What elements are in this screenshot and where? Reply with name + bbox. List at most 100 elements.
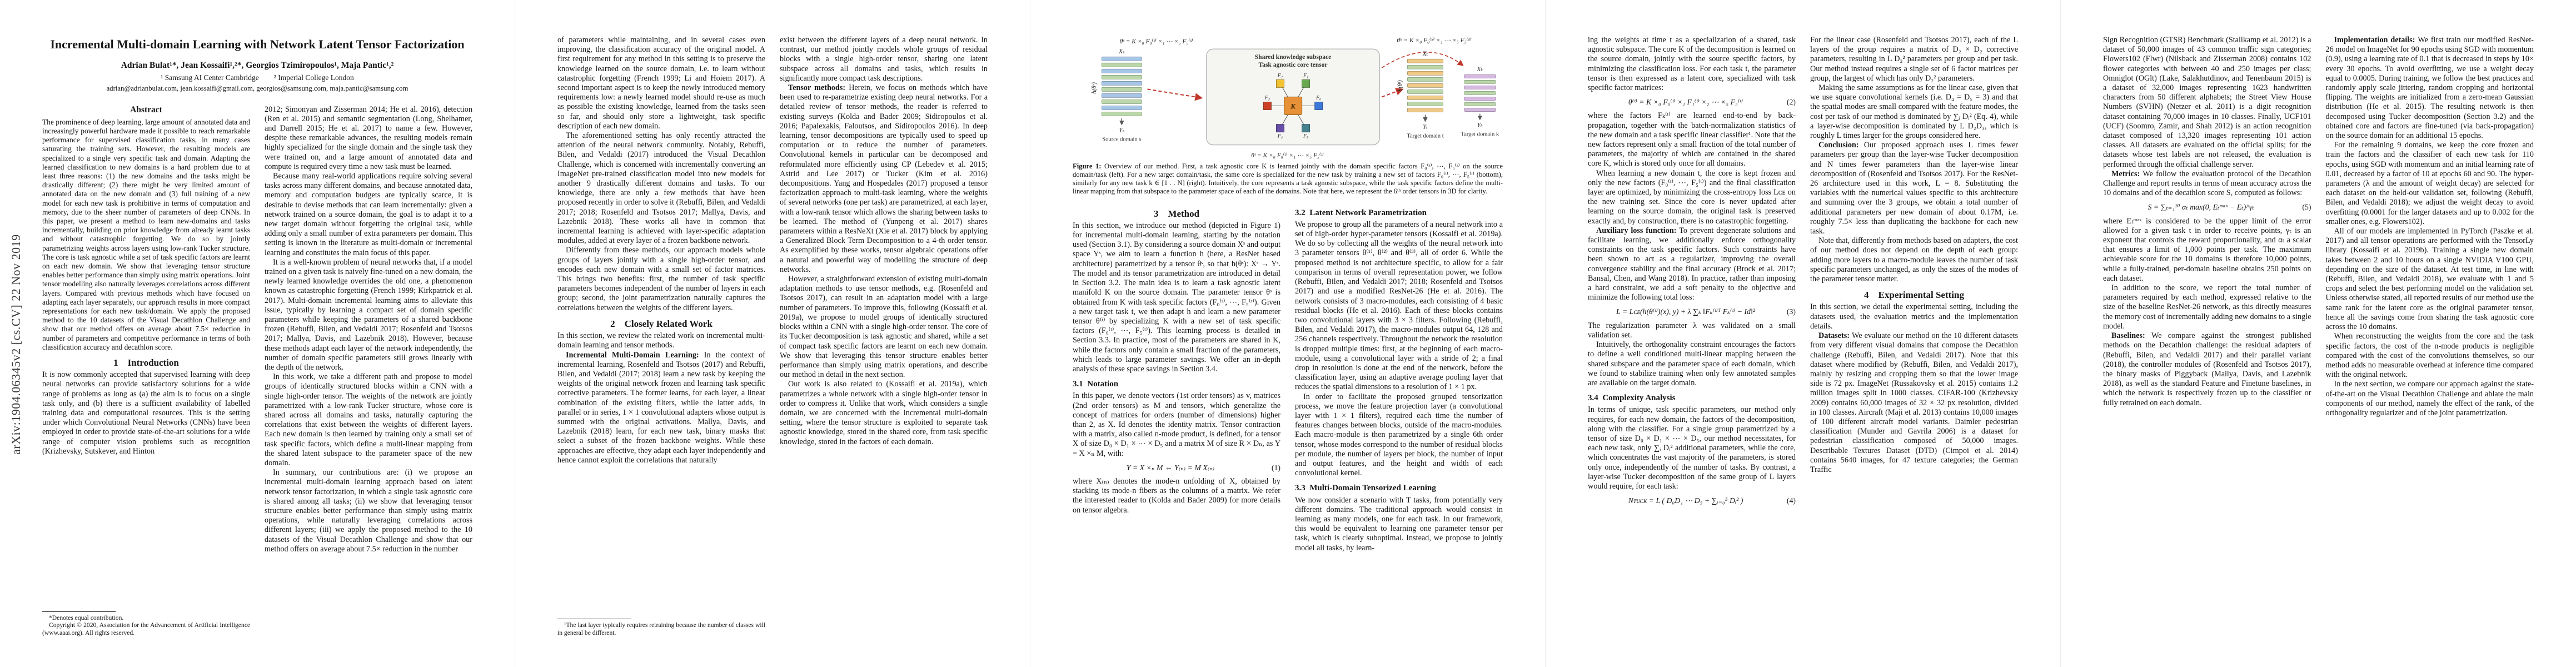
equation-number: (3)	[1786, 307, 1796, 316]
paragraph: where X₍ₙ₎ denotes the mode-n unfolding …	[1073, 476, 1280, 515]
paragraph: exist between the different layers of a …	[780, 36, 988, 83]
page-5-right-column: Implementation details: We first train o…	[2326, 36, 2534, 637]
target-k-output-label: Yₖ	[1477, 122, 1483, 129]
footnote-block: ¹The last layer typically requires retra…	[557, 616, 765, 637]
equation-number: (5)	[2302, 203, 2311, 212]
paragraph: In this section, we detail the experimen…	[1810, 302, 2018, 331]
paragraph-lead: Baselines:	[2111, 331, 2151, 341]
page-1: Incremental Multi-domain Learning with N…	[0, 0, 515, 667]
source-output-label: Yₛ	[1119, 127, 1124, 134]
paragraph: Baselines: We compare against the strong…	[2103, 331, 2311, 407]
page-4-left-column: ing the weights at time t as a specializ…	[1588, 36, 1796, 637]
page-2-right-column: exist between the different layers of a …	[780, 36, 988, 637]
paragraph: Implementation details: We first train o…	[2325, 36, 2534, 141]
source-domain-caption: Source domain s	[1102, 137, 1141, 143]
paragraph: Making the same assumptions as for the l…	[1810, 83, 2018, 141]
target-k-network-layers	[1464, 74, 1496, 112]
target-k-input-label: Xₖ	[1476, 66, 1483, 73]
figure-source-network: Xₛ h(θˢ) Yₛ	[1091, 48, 1142, 143]
core-tensor-node	[1283, 96, 1303, 116]
paragraph: However, a straightforward extension of …	[780, 275, 988, 380]
page-1-right-column: 2012; Simonyan and Zisserman 2014; He et…	[265, 105, 472, 638]
email-line: adrian@adrianbulat.com, jean.kossaifi@gm…	[106, 84, 408, 92]
paragraph: Auxiliary loss function: To prevent dege…	[1588, 226, 1796, 302]
figure-target-network-k: Xₖ Yₖ Target domain k	[1461, 66, 1499, 137]
target-t-function-label: h(θᵗ)	[1397, 80, 1403, 91]
footnote-line: *Denotes equal contribution.	[49, 614, 124, 621]
factor-label-5: F₅	[1303, 134, 1308, 140]
page-5-columns: Sign Recognition (GTSR) Benchmark (Stall…	[2103, 36, 2534, 637]
subsection-heading: 3.2 Latent Network Parametrization	[1295, 208, 1427, 217]
paragraph-lead: Auxiliary loss function:	[1596, 226, 1680, 235]
footnote-block: *Denotes equal contribution.Copyright © …	[42, 608, 250, 637]
equation: L = Lᴄᴇ(h(θ⁽ᵗ⁾)(x), y) + λ ∑ₖ ‖Fₖ⁽ᵗ⁾ᵀ Fₖ…	[1588, 307, 1796, 316]
paragraph: where Eₜᵐᵃˣ is considered to be the uppe…	[2103, 216, 2311, 283]
paragraph: In this paper, we denote vectors (1st or…	[1073, 391, 1280, 458]
arxiv-banner: arXiv:1904.06345v2 [cs.CV] 22 Nov 2019	[9, 234, 23, 455]
paragraph: All of our models are implemented in PyT…	[2325, 227, 2534, 332]
paragraph: Metrics: We follow the evaluation protoc…	[2103, 169, 2311, 198]
paragraph: where the factors Fₖ⁽ᵗ⁾ are learned end-…	[1588, 111, 1796, 168]
figure-caption-text: Overview of our method. First, a task ag…	[1073, 162, 1503, 196]
paragraph: of parameters while maintaining, and in …	[557, 36, 765, 131]
factor-label-3: F₃	[1264, 95, 1270, 101]
target-t-output-label: Yₜ	[1423, 124, 1428, 131]
paragraph: In this work, we take a different path a…	[265, 372, 472, 468]
figure-1-caption: Figure 1: Overview of our method. First,…	[1073, 162, 1503, 196]
source-network-layers	[1101, 56, 1142, 116]
page-3: θˢ = K ×₀ F₀⁽ˢ⁾ ×₁ ⋯ ×₅ F₅⁽ˢ⁾ θᵏ = K ×₀ …	[1030, 0, 1546, 667]
paragraph: In terms of unique, task specific parame…	[1588, 405, 1796, 491]
source-input-label: Xₛ	[1118, 48, 1125, 55]
paragraph: In the next section, we compare our appr…	[2325, 380, 2534, 417]
subsection-heading: 3.3 Multi-Domain Tensorized Learning	[1295, 484, 1436, 493]
paragraph: Sign Recognition (GTSR) Benchmark (Stall…	[2103, 36, 2311, 169]
paragraph: ing the weights at time t as a specializ…	[1588, 36, 1796, 93]
equation-body: Y = X ×ₙ M ⇔ Y₍ₙ₎ = M X₍ₙ₎	[1126, 463, 1215, 472]
equation: S = ∑ₜ₌₁¹⁰ αₜ max(0, Eₜᵐᵃˣ − Eₜ)^γₜ(5)	[2103, 202, 2311, 212]
paragraph: Conclusion: Our proposed approach uses L…	[1810, 141, 2018, 236]
factor-node-5	[1302, 124, 1311, 133]
page-4-columns: ing the weights at time t as a specializ…	[1588, 36, 2018, 637]
figure-source-equation: θˢ = K ×₀ F₀⁽ˢ⁾ ×₁ ⋯ ×₅ F₅⁽ˢ⁾	[1120, 38, 1193, 45]
paragraph: The prominence of deep learning, large a…	[42, 117, 250, 351]
paragraph: It is now commonly accepted that supervi…	[42, 370, 250, 456]
paragraph: In summary, our contributions are: (i) w…	[265, 468, 472, 554]
equation: Nᴛᴜᴄᴋ = L ( D₀D₁ ⋯ D₅ + ∑ᵢ₌₀⁵ Dᵢ² )(4)	[1588, 496, 1796, 505]
panel-title-line-1: Shared knowledge subspace	[1255, 54, 1332, 61]
paragraph: In this section, we introduce our method…	[1073, 221, 1280, 374]
arrow-core-to-target-t	[1381, 88, 1404, 98]
equation-number: (2)	[1786, 98, 1796, 107]
page-5-left-column: Sign Recognition (GTSR) Benchmark (Stall…	[2103, 36, 2311, 637]
paragraph: In addition to the score, we report the …	[2103, 283, 2311, 331]
paragraph: For the linear case (Rosenfeld and Tsots…	[1810, 36, 2018, 83]
arrow-core-to-target-k	[1381, 52, 1464, 68]
arrow-source-to-core	[1147, 88, 1203, 101]
paragraph-lead: Datasets:	[1818, 331, 1852, 341]
equation: θ⁽ᵗ⁾ = K ×₀ F₀⁽ᵗ⁾ ×₁ F₁⁽ᵗ⁾ ×₂ ⋯ ×₅ F₅⁽ᵗ⁾…	[1588, 97, 1796, 107]
equation: Y = X ×ₙ M ⇔ Y₍ₙ₎ = M X₍ₙ₎(1)	[1073, 463, 1280, 472]
target-t-network-layers	[1407, 58, 1443, 112]
panel-title-line-2: Task agnostic core tensor	[1259, 62, 1328, 68]
page-4: ing the weights at time t as a specializ…	[1546, 0, 2061, 667]
paragraph: Because many real-world applications req…	[265, 171, 472, 257]
section-heading: 4 Experimental Setting	[1864, 290, 1964, 301]
section-heading: 1 Introduction	[113, 357, 179, 368]
factor-node-1	[1302, 79, 1311, 88]
paragraph: Incremental Multi-Domain Learning: In th…	[557, 350, 765, 465]
subsection-heading: 3.1 Notation	[1073, 380, 1119, 389]
target-t-input-label: Xₜ	[1422, 51, 1428, 57]
page-2-left-column: of parameters while maintaining, and in …	[557, 36, 765, 637]
subsection-heading: 3.4 Complexity Analysis	[1588, 394, 1676, 403]
paragraph: In order to facilitate the proposed grou…	[1295, 392, 1503, 478]
paragraph: Datasets: We evaluate our method on the …	[1810, 331, 2018, 474]
paragraph: The regularization parameter λ was valid…	[1588, 321, 1796, 340]
paragraph: It is a well-known problem of neural net…	[265, 257, 472, 372]
paragraph-lead: Metrics:	[2111, 169, 2143, 178]
factor-label-4: F₄	[1277, 134, 1283, 140]
footnote-line: Copyright © 2020, Association for the Ad…	[42, 621, 250, 637]
affiliation-line: ¹ Samsung AI Center Cambridge ² Imperial…	[161, 73, 354, 82]
